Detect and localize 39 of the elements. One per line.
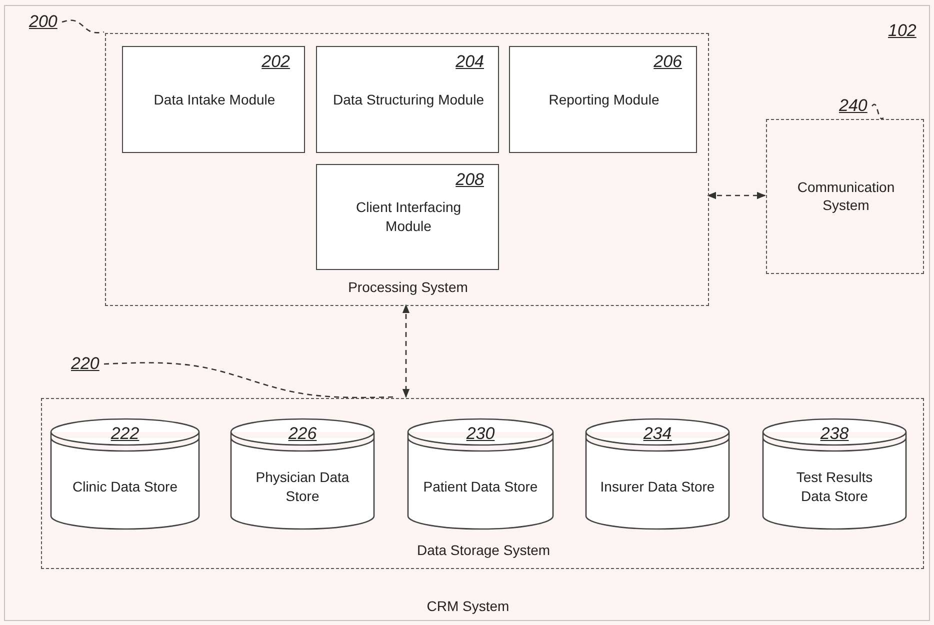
data-store-label: Patient Data Store	[422, 478, 539, 497]
dashed-frame	[41, 398, 924, 569]
data-store-label: Insurer Data Store	[599, 478, 716, 497]
module-box	[316, 46, 499, 153]
module-label: Data Intake Module	[152, 90, 276, 109]
reference-number: 208	[456, 171, 484, 188]
system-label: Processing System	[347, 278, 469, 297]
reference-number: 230	[465, 425, 496, 442]
reference-number: 226	[287, 425, 318, 442]
reference-number: 234	[642, 425, 673, 442]
reference-number: 202	[262, 53, 290, 70]
reference-number: 206	[654, 53, 682, 70]
data-store-label: Physician Data Store	[254, 468, 350, 506]
module-box	[122, 46, 305, 153]
leader-line	[62, 20, 104, 34]
leader-line	[104, 362, 394, 398]
dashed-frame	[766, 119, 924, 274]
module-label: Data Structuring Module	[332, 90, 485, 109]
arrow	[707, 192, 766, 200]
reference-number: 238	[819, 425, 850, 442]
system-label: Data Storage System	[416, 541, 552, 560]
system-frame	[4, 5, 930, 621]
reference-number: 240	[839, 97, 873, 117]
reference-number: 220	[71, 355, 105, 375]
module-box	[509, 46, 697, 153]
reference-number: 204	[456, 53, 484, 70]
arrow	[402, 304, 410, 398]
data-store-label: Clinic Data Store	[71, 478, 179, 497]
module-label: Client Interfacing Module	[354, 198, 462, 236]
system-label: Communication System	[796, 178, 896, 216]
reference-number: 102	[888, 22, 916, 39]
reference-number: 200	[29, 13, 63, 33]
system-label: CRM System	[426, 597, 510, 616]
module-box	[316, 164, 499, 270]
leader-line	[872, 104, 884, 120]
module-label: Reporting Module	[548, 90, 660, 109]
dashed-frame	[105, 33, 709, 306]
reference-number: 222	[110, 425, 140, 442]
data-store-label: Test Results Data Store	[795, 468, 874, 506]
